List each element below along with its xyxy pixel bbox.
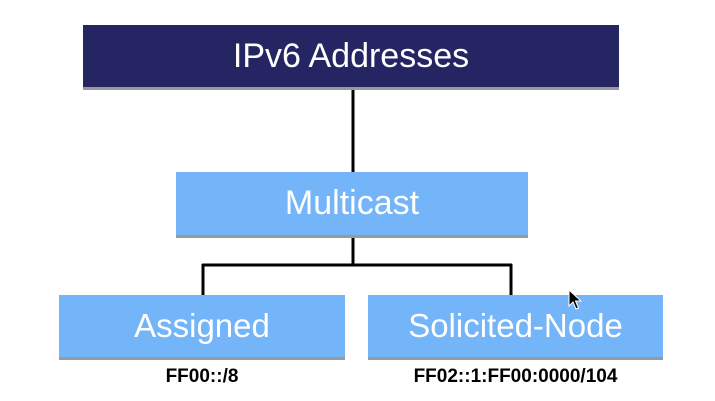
node-multicast: Multicast bbox=[176, 172, 528, 235]
root-node-ipv6-addresses: IPv6 Addresses bbox=[83, 25, 619, 87]
mouse-pointer-icon bbox=[568, 288, 583, 316]
node-assigned: Assigned bbox=[59, 295, 345, 357]
multicast-node-label: Multicast bbox=[284, 184, 420, 222]
solicited-node-prefix-caption: FF02::1:FF00:0000/104 bbox=[413, 366, 618, 387]
node-solicited-node: Solicited-Node bbox=[368, 295, 663, 357]
assigned-prefix-caption: FF00::/8 bbox=[165, 366, 239, 387]
solicited-node-label: Solicited-Node bbox=[408, 307, 623, 344]
root-node-label: IPv6 Addresses bbox=[232, 36, 470, 75]
assigned-node-label: Assigned bbox=[134, 307, 270, 344]
